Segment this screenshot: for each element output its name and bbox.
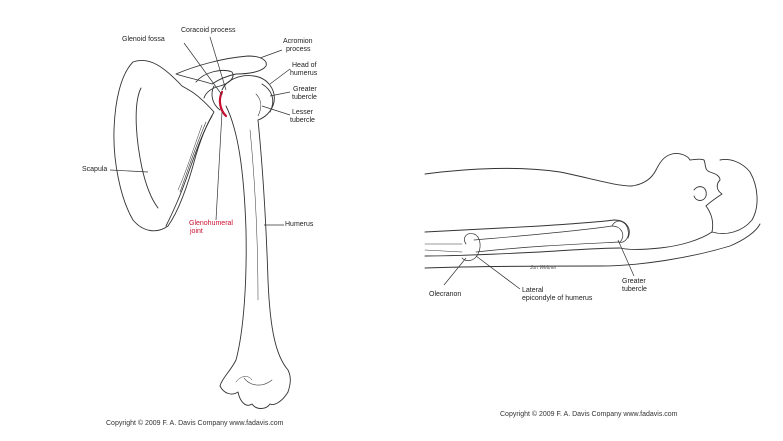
copyright-right: Copyright © 2009 F. A. Davis Company www… (500, 411, 678, 418)
label-head-line2: humerus (290, 70, 318, 77)
glenohumeral-joint-highlight (218, 90, 228, 118)
elbow-olecranon (461, 233, 481, 261)
label-lateral-line1: Lateral (522, 287, 544, 294)
distal-detail-2 (235, 376, 253, 383)
right-leader-lines (443, 239, 635, 290)
torso-top (424, 167, 657, 187)
forearm-bone-2 (424, 249, 463, 253)
label-greater-tubercle-line1: Greater (622, 278, 646, 285)
label-lesser-line2: tubercle (290, 117, 315, 124)
scapula-shading-2 (177, 124, 203, 191)
label-lateral-line2: epicondyle of humerus (522, 295, 593, 302)
label-greater-tubercle-line2: tubercle (622, 286, 647, 293)
label-scapula: Scapula (82, 166, 108, 173)
shoulder-line (619, 231, 713, 250)
distal-detail (243, 377, 273, 386)
label-olecranon: Olecranon (429, 291, 462, 298)
scapula-outline (113, 60, 215, 232)
shoulder-illustration (113, 55, 291, 409)
copyright-left: Copyright © 2009 F. A. Davis Company www… (106, 420, 284, 427)
label-humerus: Humerus (285, 221, 314, 228)
scapula-shading (179, 121, 207, 193)
label-head-line1: Head of (292, 62, 317, 69)
scapula-spine (135, 87, 159, 209)
humerus-shaft-line (249, 129, 259, 301)
scapula-lateral-border (165, 115, 213, 227)
label-glenohumeral-line2: joint (190, 228, 203, 235)
humerus-distal-end (219, 385, 289, 409)
label-lesser-line1: Lesser (292, 109, 314, 116)
left-leader-lines (109, 36, 291, 226)
label-acromion-line2: process (286, 46, 311, 53)
acromion-process (175, 55, 267, 85)
glenoid-fossa (211, 85, 221, 111)
ear (693, 186, 707, 201)
label-glenoid-fossa: Glenoid fossa (122, 36, 165, 43)
arm-humerus (473, 225, 624, 253)
label-greater-line2: tubercle (292, 94, 317, 101)
label-greater-line1: Greater (293, 86, 317, 93)
face-profile (655, 153, 723, 207)
label-coracoid-process: Coracoid process (181, 27, 236, 34)
head-back (705, 159, 758, 234)
label-glenohumeral-line1: Glenohumeral (189, 220, 233, 227)
label-acromion-line1: Acromion (283, 38, 313, 45)
humerus-head (221, 75, 275, 121)
back-line (424, 223, 761, 269)
shoulder-humeral-head (611, 220, 629, 243)
humerus-shaft-left (219, 105, 247, 387)
arm-lower (424, 247, 621, 257)
lesser-tubercle (255, 93, 262, 117)
supine-figure-illustration (424, 153, 761, 269)
artist-signature: Jon Weltner (530, 265, 557, 271)
humerus-shaft-right (257, 119, 291, 393)
